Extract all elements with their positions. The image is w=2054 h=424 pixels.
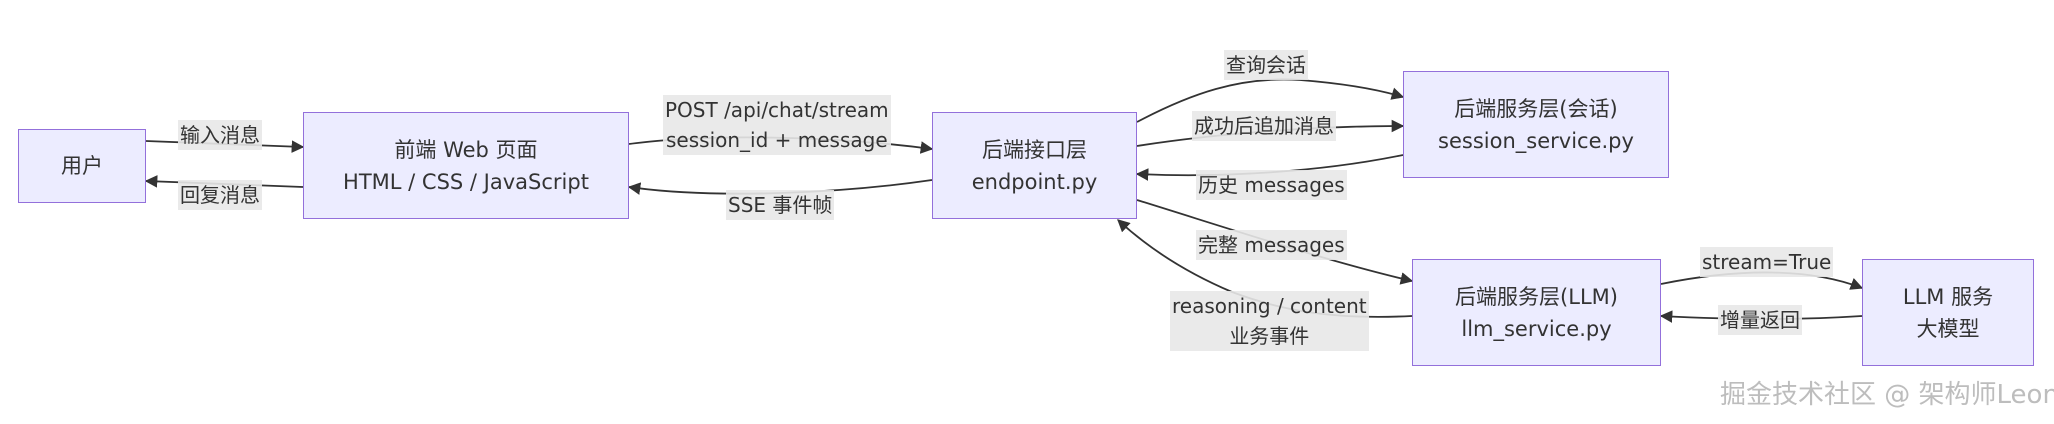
edge-label-session-to-endpoint: 历史 messages bbox=[1196, 170, 1347, 200]
edge-label-user-to-frontend: 输入消息 bbox=[178, 120, 262, 150]
node-endpoint: 后端接口层 endpoint.py bbox=[932, 112, 1137, 219]
edge-label-llm-service-to-endpoint: reasoning / content 业务事件 bbox=[1170, 291, 1369, 351]
edge-label-endpoint-to-frontend: SSE 事件帧 bbox=[726, 190, 835, 220]
watermark: 掘金技术社区 @ 架构师Leon bbox=[1720, 380, 2054, 410]
edge-label-endpoint-to-llm-service: 完整 messages bbox=[1196, 230, 1347, 260]
edge-label-llm-service-to-llm: stream=True bbox=[1700, 247, 1834, 277]
edge-label-llm-to-llm-service: 增量返回 bbox=[1718, 305, 1802, 335]
node-session-service: 后端服务层(会话) session_service.py bbox=[1403, 71, 1669, 178]
node-session-service-subtitle: session_service.py bbox=[1438, 128, 1634, 153]
node-llm-title: LLM 服务 bbox=[1902, 284, 1994, 309]
edge-label-endpoint-append-messages: 成功后追加消息 bbox=[1192, 111, 1336, 141]
edge-label-frontend-to-user: 回复消息 bbox=[178, 180, 262, 210]
node-session-service-title: 后端服务层(会话) bbox=[1454, 96, 1618, 121]
node-frontend-title: 前端 Web 页面 bbox=[394, 137, 538, 162]
node-frontend-subtitle: HTML / CSS / JavaScript bbox=[343, 169, 589, 194]
node-llm-service: 后端服务层(LLM) llm_service.py bbox=[1412, 259, 1661, 366]
node-user: 用户 bbox=[18, 129, 146, 203]
node-llm-subtitle: 大模型 bbox=[1916, 316, 1980, 341]
node-endpoint-title: 后端接口层 bbox=[982, 137, 1087, 162]
edge-label-frontend-to-endpoint: POST /api/chat/stream session_id + messa… bbox=[663, 95, 891, 155]
node-frontend: 前端 Web 页面 HTML / CSS / JavaScript bbox=[303, 112, 629, 219]
node-endpoint-subtitle: endpoint.py bbox=[971, 169, 1098, 194]
node-user-label: 用户 bbox=[61, 154, 103, 178]
node-llm: LLM 服务 大模型 bbox=[1862, 259, 2034, 366]
edge-label-endpoint-query-session: 查询会话 bbox=[1224, 50, 1308, 80]
node-llm-service-subtitle: llm_service.py bbox=[1461, 316, 1612, 341]
node-llm-service-title: 后端服务层(LLM) bbox=[1455, 284, 1618, 309]
